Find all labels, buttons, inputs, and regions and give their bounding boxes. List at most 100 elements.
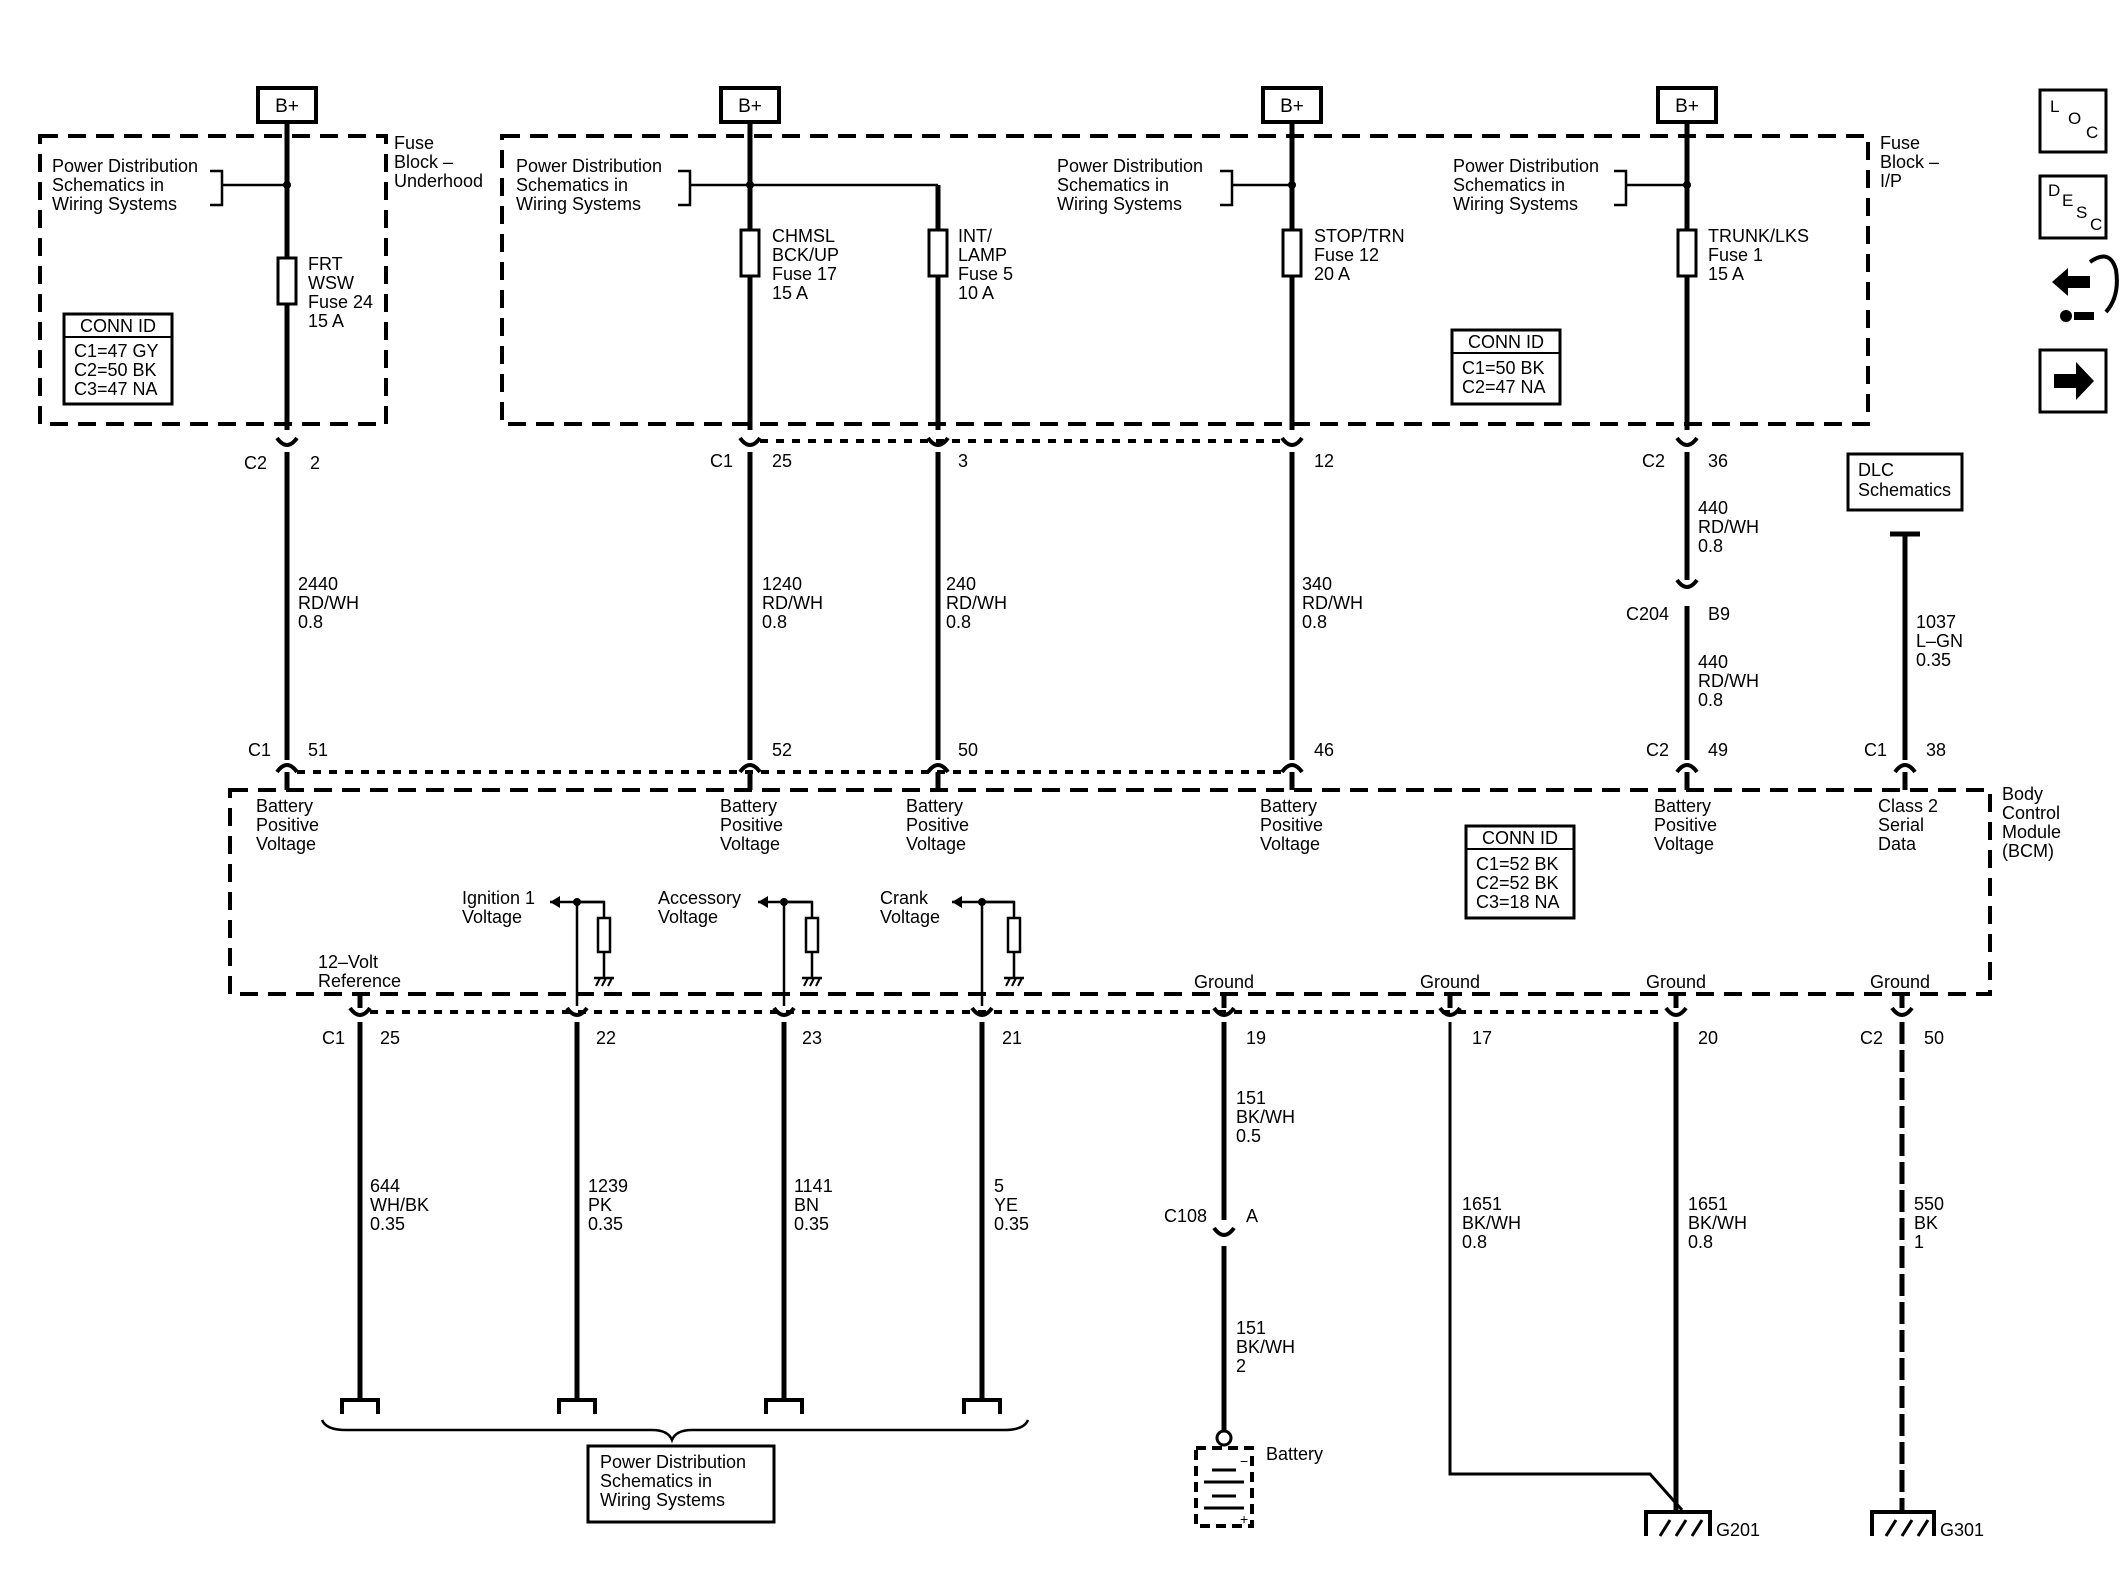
bcm-top-conn-6: C1 (1864, 740, 1887, 760)
bplus-source-1: B+ (256, 86, 318, 124)
svg-text:C3=47 NA: C3=47 NA (74, 379, 158, 399)
svg-text:B+: B+ (1675, 96, 1699, 117)
bcm-top-pin-4: 46 (1314, 740, 1334, 760)
bcm-bottom-pin-7: 20 (1698, 1028, 1718, 1048)
pds-bracket-2 (678, 169, 750, 207)
ground-label-2: Ground (1420, 972, 1480, 992)
conn-id-bcm: CONN ID C1=52 BK C2=52 BK C3=18 NA (1464, 824, 1576, 920)
svg-text:+: + (1240, 1511, 1248, 1527)
pds-reference-bottom[interactable]: Power Distribution Schematics in Wiring … (586, 1444, 776, 1524)
ground-g301-label: G301 (1940, 1520, 1984, 1540)
svg-text:Schematics: Schematics (1858, 480, 1951, 500)
upper-pin-label-3: 3 (958, 451, 968, 471)
bcm-top-pin-6: 38 (1926, 740, 1946, 760)
wire-label-340: 340 RD/WH 0.8 (1302, 574, 1368, 632)
wire-label-151-lower: 151 BK/WH 2 (1236, 1318, 1300, 1376)
loc-icon[interactable]: L O C (2038, 88, 2108, 154)
svg-text:B+: B+ (1280, 96, 1304, 117)
fuse-block-ip-label: Fuse Block – I/P (1880, 133, 1944, 191)
bcm-bottom-pin-6: 17 (1472, 1028, 1492, 1048)
svg-text:−: − (1240, 1453, 1248, 1469)
bcm-module (228, 788, 1992, 996)
splice-bracket (320, 1419, 1030, 1444)
c204-label: C204 (1626, 604, 1669, 624)
svg-text:C3=18 NA: C3=18 NA (1476, 892, 1560, 912)
bcm-bottom-pin-3: 23 (802, 1028, 822, 1048)
bcm-bottom-pin-2: 22 (596, 1028, 616, 1048)
upper-pin-label-4: 12 (1314, 451, 1334, 471)
ground-label-4: Ground (1870, 972, 1930, 992)
battery-label: Battery (1266, 1444, 1323, 1464)
svg-text:B+: B+ (275, 96, 299, 117)
bcm-input-label-6: Class 2 Serial Data (1878, 796, 1943, 854)
bcm-input-label-4: Battery Positive Voltage (1260, 796, 1328, 854)
bcm-12v-reference-label: 12–Volt Reference (318, 952, 401, 991)
wire-label-1239: 1239 PK 0.35 (588, 1176, 633, 1234)
wire-1037 (1890, 531, 1920, 760)
bcm-top-pin-5: 49 (1708, 740, 1728, 760)
bplus-source-3: B+ (1261, 86, 1323, 124)
ground-label-1: Ground (1194, 972, 1254, 992)
bcm-top-conn-1: C1 (248, 740, 271, 760)
fuse-block-underhood (38, 134, 388, 426)
svg-text:Ignition 1: Ignition 1 (462, 888, 535, 908)
c204-connector (1675, 578, 1699, 589)
svg-text:DLC: DLC (1858, 460, 1894, 480)
fuse-block-underhood-label: Fuse Block – Underhood (394, 133, 483, 191)
svg-text:C: C (2086, 123, 2098, 142)
svg-text:C: C (2090, 215, 2102, 234)
next-arrow-icon[interactable] (2038, 348, 2108, 414)
svg-text:Voltage: Voltage (462, 907, 522, 927)
svg-text:Crank: Crank (880, 888, 929, 908)
splice-dot (1288, 181, 1296, 189)
splice-dot (1683, 181, 1691, 189)
ground-g201-label: G201 (1716, 1520, 1760, 1540)
svg-text:Voltage: Voltage (658, 907, 718, 927)
bcm-bottom-pin-1: 25 (380, 1028, 400, 1048)
wire-label-440-lower: 440 RD/WH 0.8 (1698, 652, 1764, 710)
wire-label-1240: 1240 RD/WH 0.8 (762, 574, 828, 632)
svg-text:CONN ID: CONN ID (80, 316, 156, 336)
svg-text:E: E (2062, 191, 2073, 210)
wire-label-644: 644 WH/BK 0.35 (370, 1176, 434, 1234)
c204-pin: B9 (1708, 604, 1730, 624)
wire-label-1141: 1141 BN 0.35 (794, 1176, 838, 1234)
fuse-block-ip (500, 134, 1870, 426)
svg-text:Schematics in: Schematics in (600, 1471, 712, 1491)
bcm-top-pin-3: 50 (958, 740, 978, 760)
wire-label-151-upper: 151 BK/WH 0.5 (1236, 1088, 1300, 1146)
svg-text:D: D (2048, 181, 2060, 200)
svg-text:CONN ID: CONN ID (1482, 828, 1558, 848)
bcm-input-label-1: Battery Positive Voltage (256, 796, 324, 854)
fuse-1-label: TRUNK/LKS Fuse 1 15 A (1708, 226, 1814, 284)
crank-circuit: Crank Voltage (880, 888, 1024, 1006)
pds-reference-2: Power Distribution Schematics in Wiring … (516, 156, 667, 214)
svg-text:C1=47 GY: C1=47 GY (74, 341, 159, 361)
c108-pin: A (1246, 1206, 1258, 1226)
bcm-bottom-conn-1: C1 (322, 1028, 345, 1048)
bplus-source-4: B+ (1656, 86, 1718, 124)
battery-icon: − + (1194, 1429, 1254, 1528)
wire-label-550: 550 BK 1 (1914, 1194, 1949, 1252)
dlc-schematics-box[interactable]: DLC Schematics (1846, 452, 1964, 512)
upper-pin-label-5: 36 (1708, 451, 1728, 471)
bcm-bottom-pin-4: 21 (1002, 1028, 1022, 1048)
desc-icon[interactable]: D E S C (2038, 174, 2108, 240)
connector-icon[interactable] (2052, 254, 2119, 322)
ground-g201-icon (1644, 1510, 1712, 1537)
svg-text:C2=52 BK: C2=52 BK (1476, 873, 1559, 893)
upper-pin-label-1: 2 (310, 453, 320, 473)
fuse-24-icon (276, 256, 298, 306)
pds-reference-3: Power Distribution Schematics in Wiring … (1057, 156, 1208, 214)
pds-reference-4: Power Distribution Schematics in Wiring … (1453, 156, 1604, 214)
pds-reference-1: Power Distribution Schematics in Wiring … (52, 156, 203, 214)
upper-conn-label-1: C2 (244, 453, 267, 473)
conn-id-ip: CONN ID C1=50 BK C2=47 NA (1450, 328, 1562, 406)
ignition-1-circuit: Ignition 1 Voltage (462, 888, 614, 1006)
wire-label-1037: 1037 L–GN 0.35 (1916, 612, 1968, 670)
pds-bracket-3 (1220, 169, 1292, 207)
ground-label-3: Ground (1646, 972, 1706, 992)
svg-text:B+: B+ (738, 96, 762, 117)
splice-packs (340, 1398, 1002, 1414)
